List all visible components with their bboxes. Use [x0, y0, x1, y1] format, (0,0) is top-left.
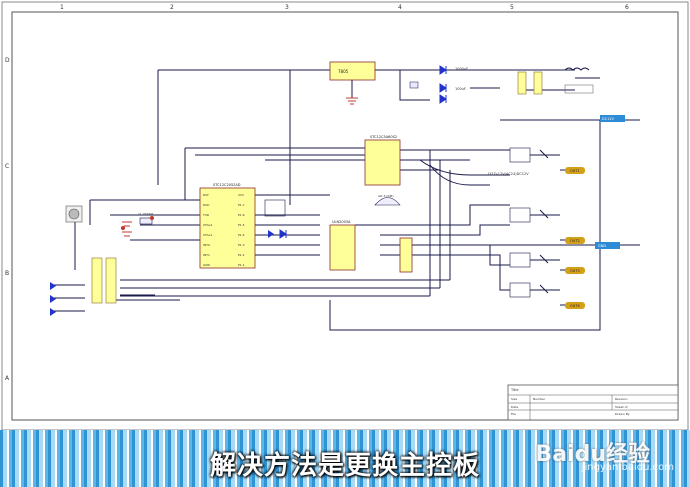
svg-text:RXD: RXD [203, 203, 210, 207]
mic-label: AD-3 (DM) [378, 194, 394, 198]
zone-col-1: 1 [60, 4, 64, 11]
gnd-net-flag [595, 242, 620, 249]
mcu-label: STC12C2052AD [213, 183, 241, 187]
cap1-label: 1000uF [455, 67, 468, 71]
caption-text: 解决方法是更换主控板 [209, 451, 480, 481]
indicator-leds [50, 282, 56, 316]
gnd-net-label: GND [598, 244, 606, 248]
title-block: Title Size Number Revision Date Sheet of… [507, 384, 679, 421]
zone-col-5: 5 [510, 4, 514, 11]
svg-text:XTAL1: XTAL1 [203, 233, 212, 237]
svg-text:TXD: TXD [202, 213, 210, 217]
tb-title: Title [510, 388, 519, 392]
output-flags: OUT1 OUT2 OUT3 OUT4 [565, 167, 585, 309]
relay-bank-label: LY1D-12V(AC24)DC12V [488, 172, 529, 176]
out1-label: OUT1 [570, 169, 580, 173]
watermark-brand: Baidu经验 [535, 442, 650, 467]
svg-text:P1.7: P1.7 [238, 203, 245, 207]
transistor-driver [264, 199, 287, 239]
power-connector [517, 67, 594, 95]
ic2-label: ULN2003A [332, 220, 351, 224]
tb-size: Size [511, 397, 517, 401]
svg-text:RST: RST [203, 193, 209, 197]
microphone-sensor: AD-3 (DM) [374, 194, 401, 206]
ic1-label: STC12C5A60S2 [370, 135, 397, 139]
svg-text:P1.3: P1.3 [238, 243, 245, 247]
svg-text:XTAL2: XTAL2 [203, 223, 212, 227]
out2-label: OUT2 [570, 239, 580, 243]
voltage-regulator [329, 61, 376, 81]
svg-text:INT1: INT1 [203, 253, 210, 257]
tb-date: Date [511, 405, 518, 409]
ic2-chip [329, 224, 356, 271]
cap2-label: 100uF [455, 87, 466, 91]
zone-col-4: 4 [398, 4, 402, 11]
tb-revision: Revision [615, 397, 628, 401]
zone-col-3: 3 [285, 4, 289, 11]
tb-sheet: Sheet of [615, 405, 628, 409]
svg-text:P1.2: P1.2 [238, 253, 245, 257]
zone-col-2: 2 [170, 4, 174, 11]
mcu-chip [199, 187, 256, 269]
zone-col-6: 6 [625, 4, 629, 11]
drawing-frame [11, 11, 679, 421]
bottom-banner-stripes [0, 430, 690, 487]
relay-bank: LY1D-12V(AC24)DC12V [488, 147, 549, 298]
ground-symbol [346, 97, 358, 105]
watermark-url: jingyan.baidu.com [581, 462, 674, 473]
zone-row-a: A [5, 375, 10, 382]
out3-label: OUT3 [570, 269, 580, 273]
caption-bar: 解决方法是更换主控板 [0, 440, 690, 487]
crystal-circuit: 11.0592M [122, 212, 153, 237]
ic1-chip [364, 139, 401, 186]
svg-text:VCC: VCC [238, 193, 244, 197]
zone-row-c: C [5, 163, 9, 170]
dc-net-flag [600, 115, 625, 122]
out4-label: OUT4 [570, 304, 580, 308]
pin-headers [91, 257, 117, 304]
svg-text:P1.1: P1.1 [238, 263, 245, 267]
zone-row-b: B [5, 270, 9, 277]
zone-row-d: D [5, 57, 10, 64]
svg-text:GND: GND [203, 263, 211, 267]
dc-net-label: DC12V [602, 117, 615, 121]
svg-text:P1.4: P1.4 [238, 233, 245, 237]
svg-text:P1.5: P1.5 [238, 223, 245, 227]
ic3-chip [399, 237, 413, 273]
input-switch [65, 205, 83, 223]
regulator-label: 7805 [338, 69, 349, 74]
tb-number: Number [533, 397, 546, 401]
bridge-rectifier: 1000uF 100uF [409, 65, 468, 104]
tb-drawn-by: Drawn By [615, 412, 630, 416]
svg-text:INT0: INT0 [203, 243, 210, 247]
tb-file: File [511, 412, 516, 416]
svg-text:P1.6: P1.6 [238, 213, 245, 217]
xtal-label: 11.0592M [138, 212, 153, 216]
